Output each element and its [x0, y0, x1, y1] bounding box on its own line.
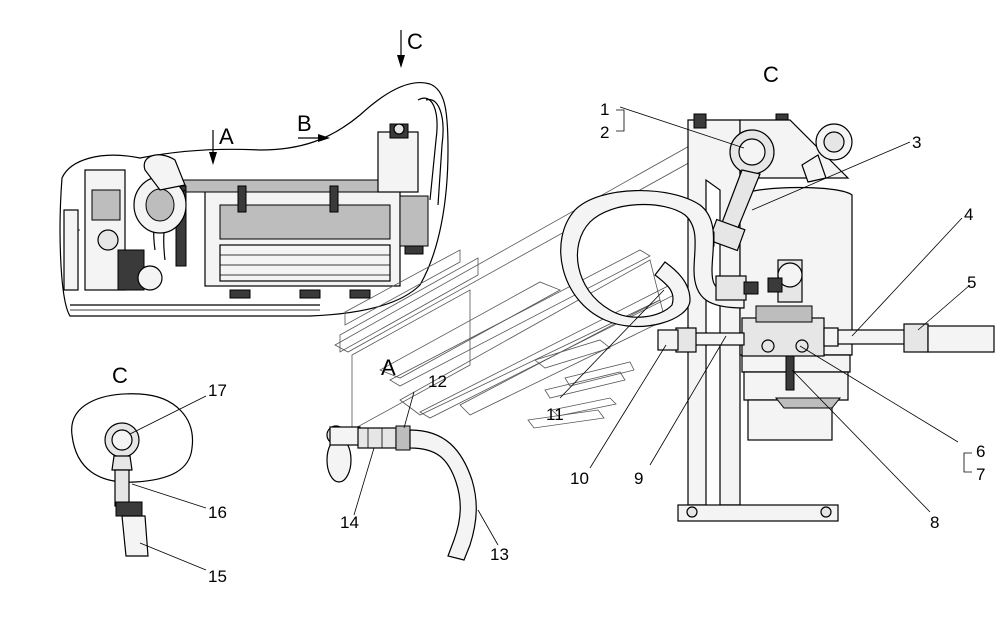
callout-17: 17	[208, 381, 227, 400]
callout-3: 3	[912, 133, 921, 152]
callout-2: 2	[600, 123, 609, 142]
mounting-bracket	[687, 119, 741, 506]
tee-block	[741, 317, 825, 357]
hose-15-view-c	[121, 515, 149, 557]
callout-12: 12	[428, 372, 447, 391]
callout-11: 11	[546, 405, 564, 424]
callout-4: 4	[964, 205, 973, 224]
callout-14: 14	[340, 513, 359, 532]
view-label-a-arrow: A	[219, 124, 234, 149]
callout-15: 15	[208, 567, 227, 586]
view-c-detail: C	[71, 363, 207, 571]
hose-loop	[560, 190, 745, 328]
hose-fitting	[715, 275, 747, 301]
hose-5	[927, 325, 995, 353]
callout-10: 10	[570, 469, 589, 488]
hose-nut	[357, 427, 397, 449]
callout-9: 9	[634, 469, 643, 488]
callout-1: 1	[600, 100, 609, 119]
view-label-a: A	[381, 355, 396, 380]
callout-13: 13	[490, 545, 509, 564]
view-label-c-arrow: C	[407, 29, 423, 54]
callout-5: 5	[967, 273, 976, 292]
view-a-detail: A	[326, 355, 499, 561]
callout-6: 6	[976, 442, 985, 461]
callout-8: 8	[930, 513, 939, 532]
view-label-c-main: C	[763, 62, 779, 87]
callout-7: 7	[976, 465, 985, 484]
view-label-c-small: C	[112, 363, 128, 388]
view-label-b-arrow: B	[297, 111, 312, 136]
view-c-main: C	[559, 62, 995, 522]
callout-labels: 1 2 3 4 5 6 7 8 9 10 11 12 13 14 15 16 1…	[208, 100, 985, 586]
engine-overview: A B C	[59, 29, 449, 317]
filter-housing	[377, 131, 419, 193]
hose-13-view-a	[409, 429, 477, 561]
callout-16: 16	[208, 503, 227, 522]
background-outlines	[334, 139, 713, 431]
